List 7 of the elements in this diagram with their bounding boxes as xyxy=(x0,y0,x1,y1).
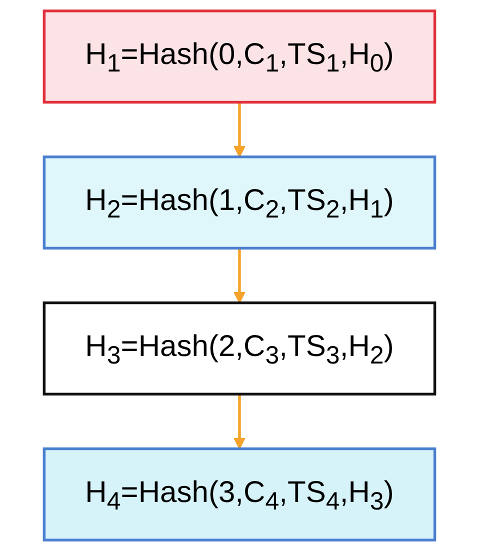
arrow xyxy=(234,102,246,158)
node-box: H$_{1}$=Hash(0,C$_{1}$,TS$_{1}$,H$_{0}$) xyxy=(42,10,436,104)
arrow xyxy=(234,248,246,304)
node-box: H$_{2}$=Hash(1,C$_{2}$,TS$_{2}$,H$_{1}$) xyxy=(42,156,436,250)
node-box: H$_{4}$=Hash(3,C$_{4}$,TS$_{4}$,H$_{3}$) xyxy=(42,447,436,542)
node-box: H$_{3}$=Hash(2,C$_{3}$,TS$_{3}$,H$_{2}$) xyxy=(42,301,436,396)
arrow xyxy=(234,394,246,450)
